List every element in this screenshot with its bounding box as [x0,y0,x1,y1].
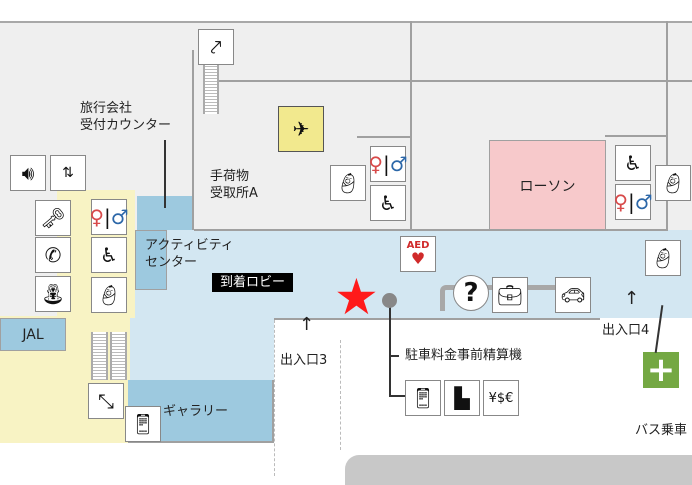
escalator-icon: ⤤ [198,29,234,65]
baggage-claim-line2: 受取所A [210,186,258,201]
travel-counter-line2: 受付カウンター [80,118,172,133]
baby-care-icon: 👶︎ [91,277,127,313]
wall [194,229,666,231]
entrance3-label: 出入口3 [280,353,328,368]
aed-icon[interactable]: AED♥ [400,236,436,272]
elevator-icon: ⇅ [50,155,86,191]
phone-icon: ✆ [35,237,71,273]
first-aid-icon: + [643,350,679,390]
stairs [110,332,127,380]
restroom-icon: ♀|♂ [368,146,408,182]
stairs [91,332,108,380]
travel-counter-label: 旅行会社受付カウンター [80,100,171,134]
jal-label: JAL [22,326,44,343]
lobby-lower-area [128,318,274,382]
wall [274,318,600,320]
leader-line [389,302,391,396]
baggage-claim-label: 手荷物受取所A [210,168,258,202]
bus-stop-label: バス乗車 [635,423,688,438]
current-location-star-icon: ★ [334,268,379,326]
activity-center-area [135,230,167,290]
leader-line [164,140,166,208]
wall [605,135,667,137]
stairs [203,64,219,114]
locker-icon: 🗝︎ [35,200,71,236]
restroom-icon: ♀|♂ [89,199,129,235]
arrival-lobby-sign: 到着ロビー [212,273,294,292]
restroom-icon: ♀|♂ [613,184,653,220]
baby-care-icon: 👶︎ [645,240,681,276]
information-icon[interactable]: ? [453,275,489,311]
baby-care-icon: 👶︎ [330,165,366,201]
activity-center-label: アクティビティセンター [145,237,234,271]
entrance3-arrow-icon: ↑ [299,314,315,335]
entrance4-label: 出入口4 [602,323,650,338]
wall [218,80,692,82]
wall [192,50,194,230]
baby-care-icon: 👶︎ [655,165,691,201]
speaker-icon: 🔊︎ [10,155,46,191]
currency-exchange-icon: ¥$€ [483,380,519,416]
water-fountain-icon: ⛲︎ [35,276,71,312]
travel-counter-line1: 旅行会社 [80,101,133,116]
escalator-icon: ⤡ [88,383,124,419]
entrance4-arrow-icon: ↑ [624,288,640,309]
accessible-restroom-icon: ♿ [91,237,127,273]
leader-line [389,355,399,357]
accessible-restroom-icon: ♿ [615,145,651,181]
parking-prepay-label: 駐車料金事前精算機 [405,348,523,363]
charging-icon: 📱︎ [125,406,161,442]
wall [357,136,412,138]
dashed-line [274,320,275,476]
aed-label: AED [406,240,430,251]
arrival-icon: ✈ [278,106,324,152]
smartphone-payment-icon: 📱︎ [405,380,441,416]
baggage-claim-line1: 手荷物 [210,169,250,184]
activity-center-line1: アクティビティ [145,238,234,253]
lawson-label: ローソン [519,178,576,195]
wall [666,21,668,231]
dashed-line [340,340,341,450]
ticket-machine-icon: ▙ [444,380,480,416]
wall [410,21,412,231]
leader-line [389,395,405,397]
activity-center-line2: センター [145,255,198,270]
parking-pay-point [382,293,397,308]
rental-car-icon: 🚗︎ [555,277,591,313]
gallery-label: ギャラリー [163,404,229,419]
baggage-delivery-icon: 💼︎ [492,277,528,313]
accessible-restroom-icon: ♿ [370,185,406,221]
bus-road [345,455,692,485]
lawson-store[interactable]: ローソン [489,140,606,231]
jal-counter: JAL [0,318,66,351]
